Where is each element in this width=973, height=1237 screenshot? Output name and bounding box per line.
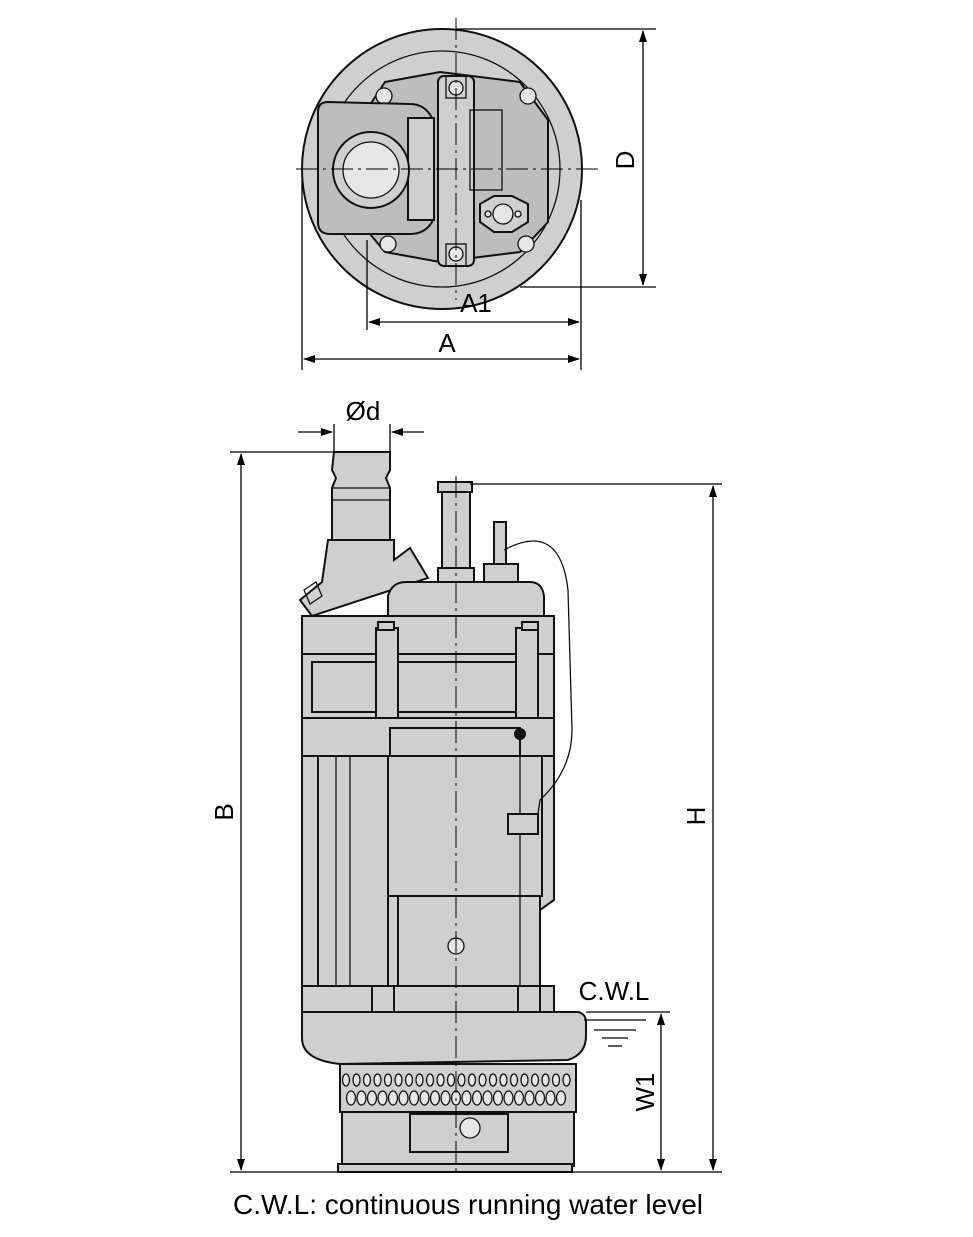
dim-label-b: B bbox=[209, 803, 239, 820]
dim-label-od: Ød bbox=[346, 396, 381, 426]
strainer-hole bbox=[562, 1073, 571, 1087]
strainer-hole bbox=[429, 1090, 441, 1106]
dim-label-a: A bbox=[438, 328, 456, 358]
strainer-hole bbox=[509, 1073, 519, 1087]
strainer-hole bbox=[383, 1073, 393, 1087]
strainer-hole bbox=[341, 1073, 351, 1087]
strainer-hole bbox=[373, 1073, 382, 1087]
strainer-hole bbox=[440, 1090, 451, 1106]
strainer-holes bbox=[341, 1073, 571, 1106]
strainer-hole bbox=[555, 1090, 567, 1106]
strainer-hole bbox=[541, 1073, 550, 1087]
housing-bolts bbox=[375, 87, 537, 253]
strainer-hole bbox=[352, 1073, 361, 1087]
dim-label-a1: A1 bbox=[460, 288, 492, 318]
cwl-label: C.W.L bbox=[579, 976, 650, 1006]
strainer-hole bbox=[471, 1090, 483, 1106]
strainer-hole bbox=[513, 1090, 525, 1106]
strainer-hole bbox=[362, 1073, 372, 1087]
strainer-hole bbox=[492, 1090, 504, 1106]
strainer-hole bbox=[366, 1090, 378, 1106]
strainer-hole bbox=[503, 1090, 514, 1106]
strainer-hole bbox=[415, 1073, 424, 1087]
strainer-hole bbox=[345, 1090, 357, 1106]
strainer-hole bbox=[530, 1073, 540, 1087]
dim-label-h: H bbox=[681, 807, 711, 826]
strainer-hole bbox=[436, 1073, 445, 1087]
strainer-hole bbox=[545, 1090, 556, 1106]
strainer-hole bbox=[377, 1090, 388, 1106]
strainer-hole bbox=[457, 1073, 466, 1087]
strainer-hole bbox=[488, 1073, 498, 1087]
strainer-hole bbox=[534, 1090, 546, 1106]
caption: C.W.L: continuous running water level bbox=[233, 1189, 703, 1220]
strainer-hole bbox=[482, 1090, 493, 1106]
strainer-hole bbox=[394, 1073, 403, 1087]
strainer-hole bbox=[408, 1090, 420, 1106]
strainer-hole bbox=[520, 1073, 529, 1087]
strainer-hole bbox=[387, 1090, 399, 1106]
water-level-symbol bbox=[584, 1019, 646, 1047]
dim-label-w1: W1 bbox=[630, 1073, 660, 1112]
strainer-hole bbox=[425, 1073, 435, 1087]
strainer-hole bbox=[356, 1090, 367, 1106]
strainer-hole bbox=[419, 1090, 430, 1106]
side-view bbox=[298, 451, 587, 1173]
dim-label-d: D bbox=[610, 151, 640, 170]
strainer-hole bbox=[446, 1073, 456, 1087]
strainer-hole bbox=[524, 1090, 535, 1106]
strainer-hole bbox=[398, 1090, 409, 1106]
strainer-hole bbox=[478, 1073, 487, 1087]
strainer-hole bbox=[551, 1073, 561, 1087]
strainer-hole bbox=[499, 1073, 508, 1087]
strainer-hole bbox=[467, 1073, 477, 1087]
strainer-hole bbox=[404, 1073, 414, 1087]
strainer-hole bbox=[461, 1090, 472, 1106]
